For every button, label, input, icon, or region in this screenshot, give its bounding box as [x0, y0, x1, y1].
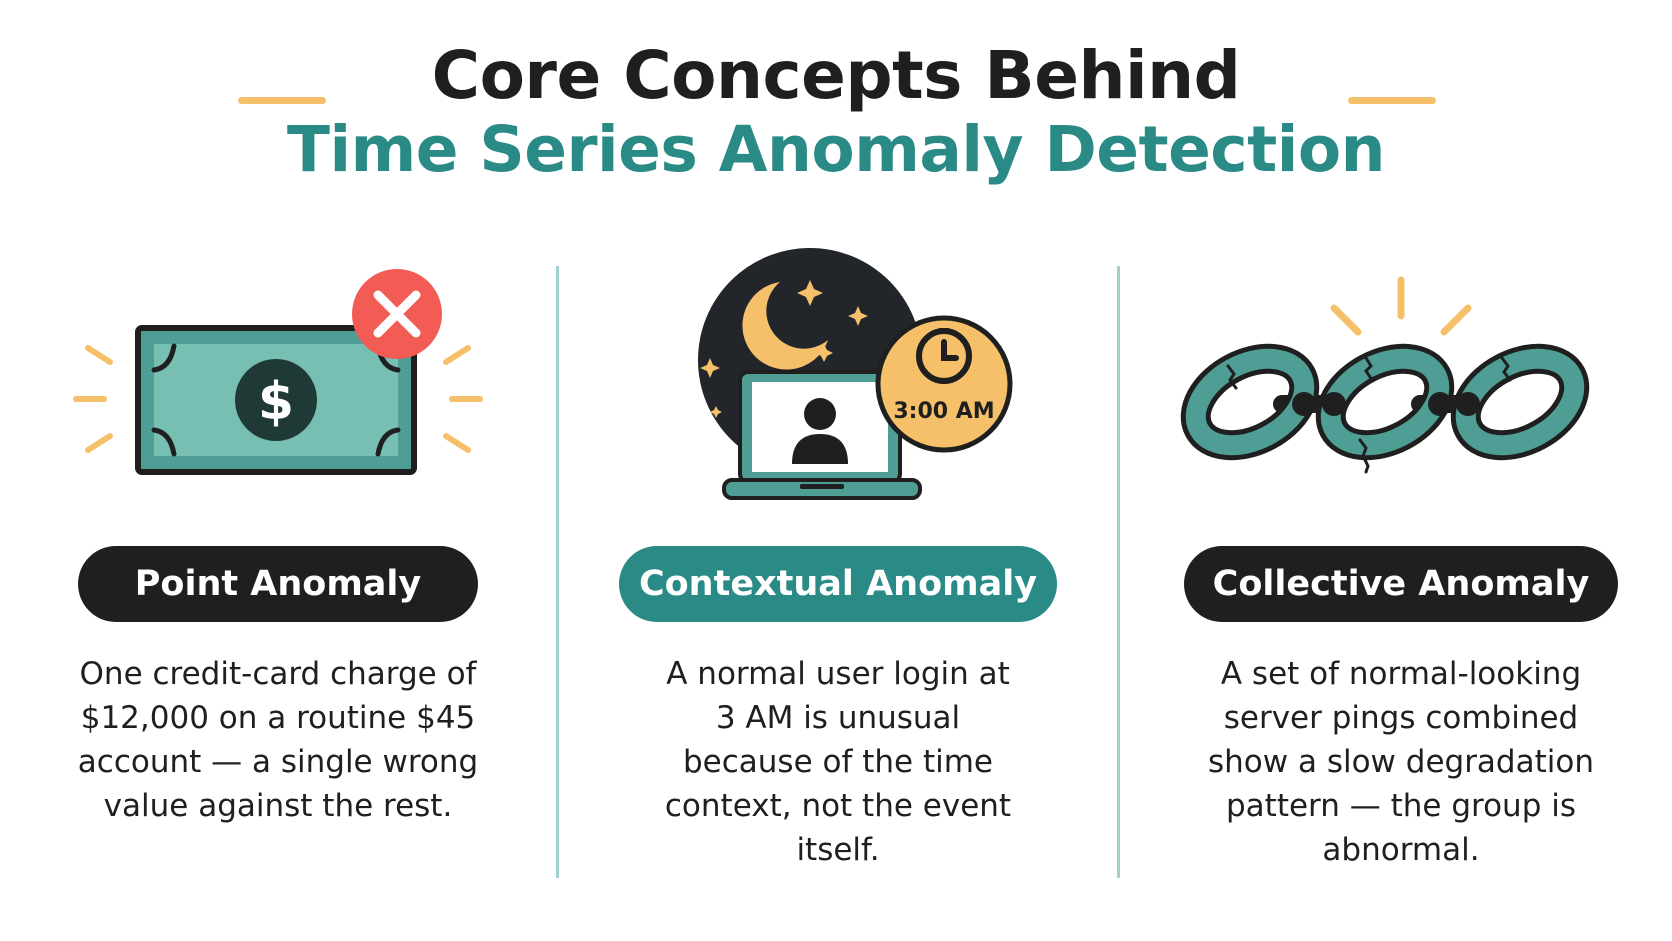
column-divider-left [556, 266, 559, 878]
moon-icon [742, 282, 828, 370]
chain-link-3 [1450, 343, 1590, 461]
dollar-bill-with-x-icon: $ [73, 269, 483, 475]
night-laptop-clock-icon: 3:00 AM [698, 248, 1013, 500]
page-subtitle: Time Series Anomaly Detection [287, 113, 1386, 186]
page-title: Core Concepts Behind [431, 37, 1241, 114]
clock-icon [875, 315, 1013, 453]
collective-anomaly-label: Collective Anomaly [1184, 546, 1618, 622]
close-icon [352, 269, 442, 359]
contextual-anomaly-description: A normal user login at 3 AM is unusual b… [664, 656, 1012, 868]
chain-link-1 [1180, 343, 1320, 461]
column-divider-right [1117, 266, 1120, 878]
cracked-chain-icon [1180, 276, 1590, 474]
title-dash-left [238, 97, 326, 104]
clock-time-label: 3:00 AM [893, 399, 994, 424]
user-icon [792, 398, 848, 464]
point-anomaly-description: One credit-card charge of $12,000 on a r… [77, 656, 479, 824]
star-icon [700, 280, 868, 418]
collective-anomaly-description: A set of normal-looking server pings com… [1208, 656, 1594, 868]
dollar-sign: $ [258, 372, 294, 432]
contextual-anomaly-label: Contextual Anomaly [619, 546, 1057, 622]
title-dash-right [1348, 97, 1436, 104]
point-anomaly-label: Point Anomaly [78, 546, 478, 622]
